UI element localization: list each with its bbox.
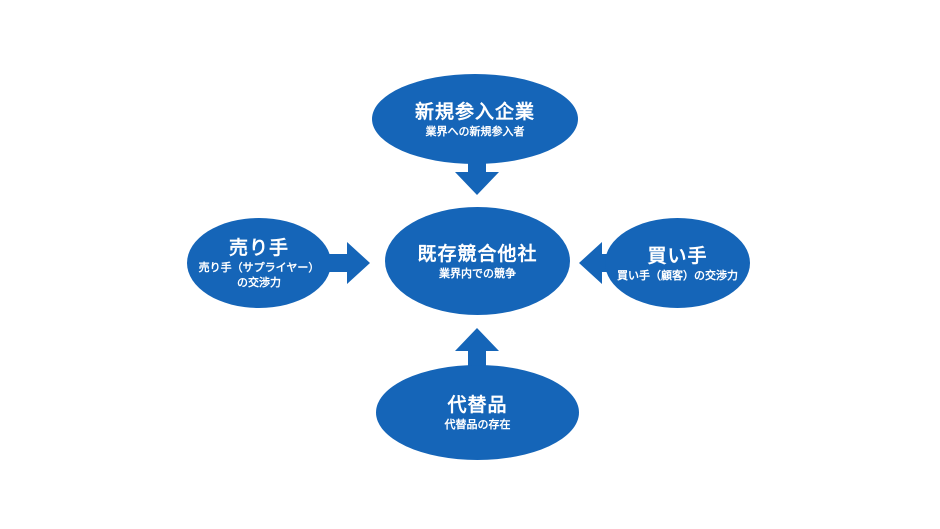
node-substitutes-subtitle: 代替品の存在 xyxy=(444,418,511,431)
node-substitutes-title: 代替品 xyxy=(447,394,508,416)
node-existing-rivals-title: 既存競合他社 xyxy=(417,242,538,265)
node-buyers: 買い手 買い手（顧客）の交渉力 xyxy=(605,218,750,308)
arrow-up xyxy=(455,328,499,372)
node-substitutes: 代替品 代替品の存在 xyxy=(376,365,579,460)
node-buyers-subtitle: 買い手（顧客）の交渉力 xyxy=(617,268,738,282)
node-new-entrants-title: 新規参入企業 xyxy=(414,100,535,123)
arrow-left xyxy=(579,242,624,284)
arrow-right xyxy=(325,242,370,284)
node-new-entrants: 新規参入企業 業界への新規参入者 xyxy=(372,74,578,164)
arrow-down xyxy=(455,152,499,195)
node-suppliers-title: 売り手 xyxy=(228,237,289,259)
node-suppliers-subtitle: 売り手（サプライヤー） の交渉力 xyxy=(198,261,320,289)
node-existing-rivals: 既存競合他社 業界内での競争 xyxy=(385,207,570,315)
node-existing-rivals-subtitle: 業界内での競争 xyxy=(439,266,516,280)
node-buyers-title: 買い手 xyxy=(647,244,708,267)
node-new-entrants-subtitle: 業界への新規参入者 xyxy=(425,124,525,138)
node-suppliers: 売り手 売り手（サプライヤー） の交渉力 xyxy=(187,218,331,308)
